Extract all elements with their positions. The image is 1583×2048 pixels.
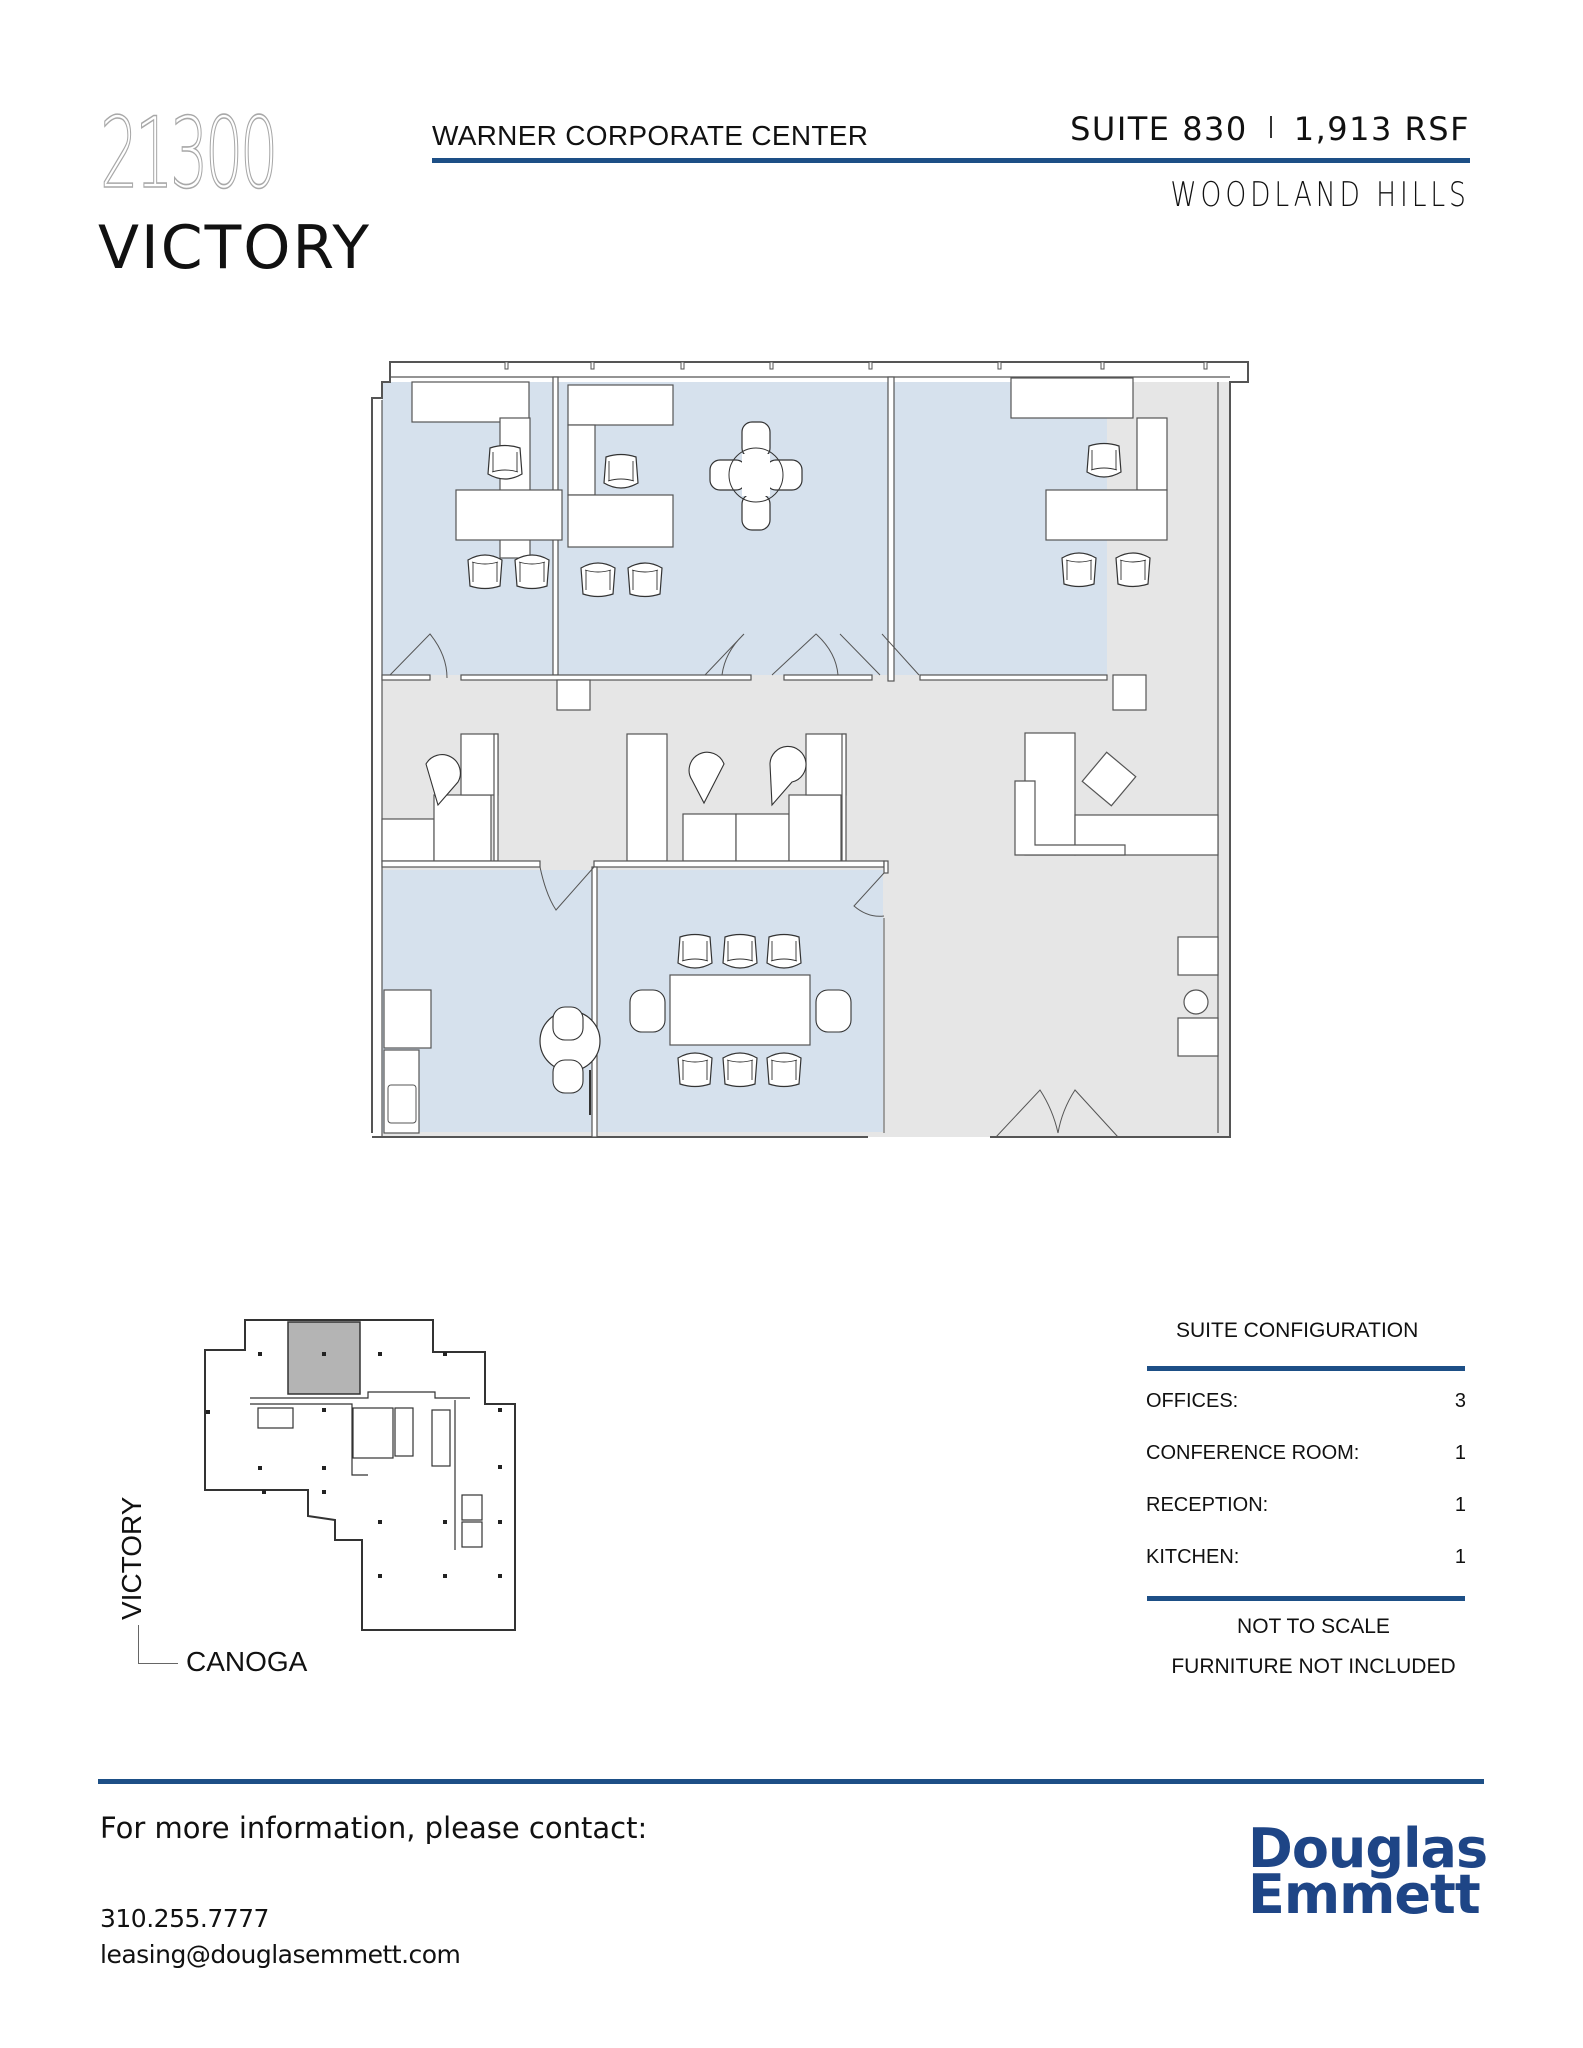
contact-email[interactable]: leasing@douglasemmett.com xyxy=(100,1940,461,1969)
key-plan xyxy=(204,1319,516,1631)
config-label: OFFICES: xyxy=(1146,1390,1239,1412)
separator xyxy=(1269,116,1272,138)
suite-area: 1,913 RSF xyxy=(1293,110,1470,148)
street-corner-line xyxy=(138,1625,139,1663)
building-street: VICTORY xyxy=(98,213,372,283)
suite-highlight xyxy=(287,1321,361,1395)
street-label-canoga: CANOGA xyxy=(186,1646,308,1677)
config-row: RECEPTION: 1 xyxy=(1146,1495,1466,1515)
config-value: 1 xyxy=(1454,1494,1466,1516)
config-divider-top xyxy=(1147,1366,1465,1371)
logo-line-2: Emmett xyxy=(1248,1863,1481,1926)
suite-number: SUITE 830 xyxy=(1070,110,1248,148)
suite-info: SUITE 830 1,913 RSF xyxy=(1070,113,1470,145)
floor-plan xyxy=(371,361,1249,1138)
douglas-emmett-logo: Douglas Emmett xyxy=(1248,1817,1488,1926)
complex-name: WARNER CORPORATE CENTER xyxy=(432,120,869,151)
building-number: 21300 xyxy=(100,97,279,211)
config-label: KITCHEN: xyxy=(1146,1546,1240,1568)
footer-divider xyxy=(98,1779,1484,1784)
config-row: KITCHEN: 1 xyxy=(1146,1547,1466,1567)
street-corner-line xyxy=(138,1663,178,1664)
logo-line-1: Douglas xyxy=(1248,1817,1488,1880)
furniture-note: FURNITURE NOT INCLUDED xyxy=(1171,1655,1456,1678)
config-row: OFFICES: 3 xyxy=(1146,1391,1466,1411)
config-label: RECEPTION: xyxy=(1146,1494,1269,1516)
not-to-scale-note: NOT TO SCALE xyxy=(1237,1615,1390,1638)
suite-config-title: SUITE CONFIGURATION xyxy=(1176,1319,1419,1342)
header-divider xyxy=(432,158,1470,163)
config-label: CONFERENCE ROOM: xyxy=(1146,1442,1360,1464)
config-value: 1 xyxy=(1454,1546,1466,1568)
city: WOODLAND HILLS xyxy=(1170,175,1470,215)
config-divider-bottom xyxy=(1147,1596,1465,1601)
contact-phone[interactable]: 310.255.7777 xyxy=(100,1904,269,1933)
street-label-victory: VICTORY xyxy=(116,1496,147,1620)
config-row: CONFERENCE ROOM: 1 xyxy=(1146,1443,1466,1463)
round-table xyxy=(709,421,803,531)
contact-heading: For more information, please contact: xyxy=(100,1811,648,1845)
config-value: 1 xyxy=(1454,1442,1466,1464)
config-value: 3 xyxy=(1454,1390,1466,1412)
